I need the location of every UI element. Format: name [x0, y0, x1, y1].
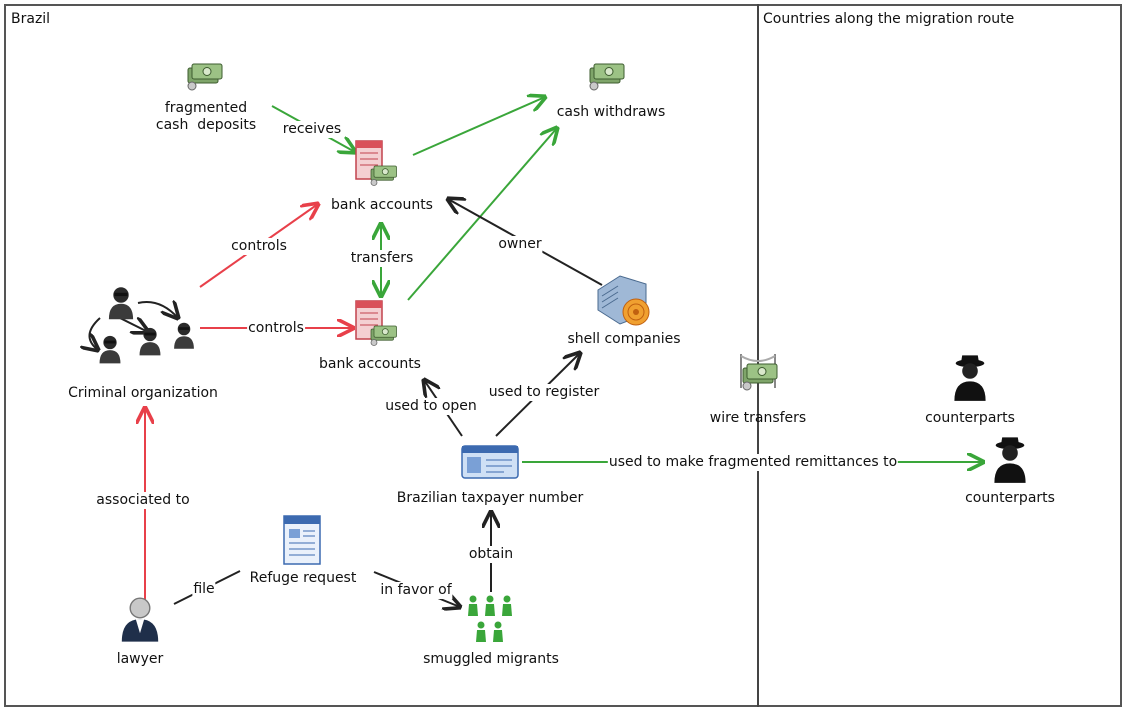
edge-label-associated-to: associated to	[95, 492, 191, 509]
edge-label-used-to-register: used to register	[487, 384, 601, 401]
region-title-migration-route: Countries along the migration route	[763, 11, 1015, 27]
node-wire-transfers: wire transfers	[709, 410, 807, 426]
edge-label-used-to-open: used to open	[384, 398, 478, 415]
node-smuggled-migrants: smuggled migrants	[423, 651, 559, 667]
cash-icon	[187, 63, 223, 91]
edge-internal-3	[89, 317, 100, 350]
bank-account-icon	[355, 140, 397, 186]
edge-internal-2	[119, 318, 148, 332]
node-counterparts-2: counterparts	[965, 490, 1055, 506]
edge-label-obtain: obtain	[467, 546, 515, 563]
lawyer-icon	[121, 597, 159, 642]
wire-transfer-icon	[740, 354, 778, 391]
diagram-frame	[4, 4, 1122, 707]
edge-label-controls-top: controls	[230, 238, 288, 255]
edge-label-remittances: used to make fragmented remittances to	[607, 454, 899, 471]
edge-internal-1	[137, 302, 178, 318]
document-icon	[283, 515, 321, 565]
node-refuge-request: Refuge request	[249, 570, 357, 586]
criminal-group-icon	[99, 287, 194, 364]
region-divider	[757, 4, 759, 707]
node-counterparts-1: counterparts	[925, 410, 1015, 426]
node-lawyer: lawyer	[116, 651, 164, 667]
edge-withdraw-top	[412, 97, 545, 156]
edge-label-controls-mid: controls	[247, 320, 305, 337]
node-bank-accounts-top: bank accounts	[331, 197, 433, 213]
edge-label-receives: receives	[281, 121, 343, 138]
node-fragmented-cash-deposits: fragmented cash deposits	[155, 100, 257, 133]
edge-label-file: file	[192, 581, 216, 598]
edge-withdraw-mid	[407, 128, 557, 301]
spy-person-icon	[994, 437, 1026, 483]
spy-person-icon	[954, 355, 986, 401]
company-building-icon	[597, 275, 650, 326]
node-bank-accounts-mid: bank accounts	[319, 356, 421, 372]
edge-label-transfers: transfers	[349, 250, 415, 267]
edge-label-owner: owner	[497, 236, 543, 253]
node-shell-companies: shell companies	[567, 331, 681, 347]
node-cash-withdraws: cash withdraws	[556, 104, 666, 120]
edge-label-in-favor-of: in favor of	[379, 582, 453, 599]
id-card-icon	[461, 445, 519, 479]
cash-icon	[589, 63, 625, 91]
node-taxpayer-number: Brazilian taxpayer number	[396, 490, 584, 506]
node-criminal-organization: Criminal organization	[68, 385, 218, 401]
migrants-group-icon	[468, 595, 512, 642]
bank-account-icon	[355, 300, 397, 346]
region-title-brazil: Brazil	[11, 11, 51, 27]
